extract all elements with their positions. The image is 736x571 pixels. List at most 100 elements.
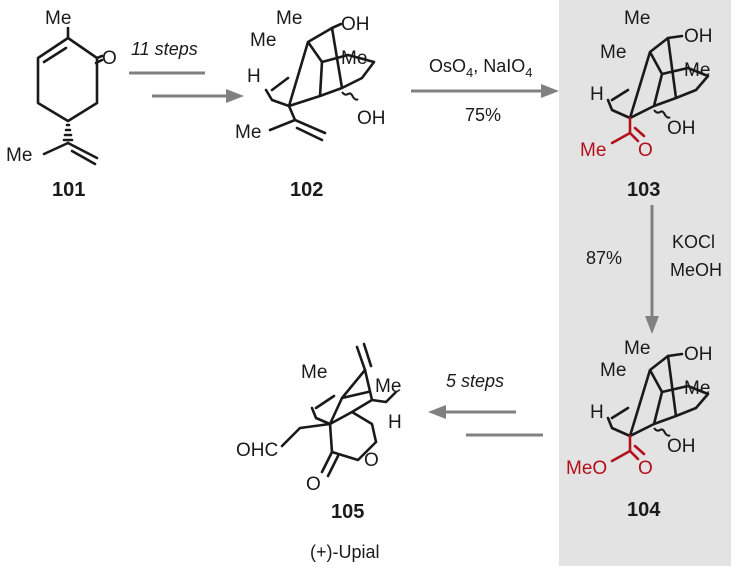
step-3-arrowhead (645, 316, 659, 334)
c105-cage-back (314, 394, 336, 410)
c105-lactone-co-double (326, 454, 340, 478)
step-1: 11 steps (129, 39, 244, 103)
step-2-periodate: , NaIO (473, 56, 525, 76)
c103-acetyl-me-bond (610, 131, 632, 145)
c102-cage (264, 26, 376, 108)
c105-hydrogen: H (388, 412, 402, 433)
step-3-yield: 87% (586, 248, 622, 268)
c102-iso-bond (287, 104, 297, 122)
c105-lactone-co (320, 450, 334, 474)
c102-hydrogen: H (247, 66, 261, 87)
c103-hydroxyl-top: OH (684, 26, 713, 47)
c101-carbonyl-oxygen: O (102, 48, 117, 69)
c105-name: (+)-Upial (310, 542, 380, 562)
c102-oh-top-bond (330, 22, 343, 30)
c103-label: 103 (627, 179, 660, 201)
compound-101: Me O Me 101 (6, 8, 117, 201)
c104-cage-back (610, 406, 630, 420)
c103-cage-back (610, 88, 630, 102)
c104-hydroxyl-top: OH (684, 344, 713, 365)
c104-ester-co (628, 449, 640, 461)
c105-methylene-double (362, 342, 373, 368)
c104-label: 104 (627, 499, 661, 521)
c103-hydroxyl-bottom: OH (667, 118, 696, 139)
c103-wavy-oh (653, 109, 671, 119)
c105-ring-oxygen: O (364, 450, 379, 471)
compound-103: Me OH Me Me H OH Me O 103 (580, 8, 713, 201)
c103-acetyl-oxygen: O (638, 140, 653, 161)
c101-label: 101 (52, 179, 85, 201)
c104-methyl-a: Me (624, 338, 650, 359)
c103-methyl-a: Me (624, 8, 650, 29)
c102-hydroxyl-bottom: OH (357, 108, 386, 129)
c101-co-bond-b (94, 58, 104, 65)
compound-102: Me OH Me Me H OH Me 102 (235, 8, 386, 201)
c103-acetyl-co-double (633, 126, 646, 138)
c101-co-bond-a (95, 54, 104, 60)
c102-methyl-b: Me (250, 30, 276, 51)
c104-hydrogen: H (590, 402, 604, 423)
c105-lactone-oxygen: O (306, 474, 321, 495)
step-2-yield: 75% (465, 105, 501, 125)
c103-methyl-b: Me (600, 42, 626, 63)
c105-label: 105 (331, 501, 364, 523)
c103-cage (606, 36, 710, 120)
c104-cage (606, 354, 710, 438)
c105-lactone-ring (328, 422, 378, 462)
c102-iso-ch2 (293, 118, 327, 135)
c105-methylene (355, 345, 367, 372)
c105-methyl-b: Me (375, 376, 401, 397)
step-4-text: 5 steps (446, 371, 504, 391)
compound-105: Me Me H OHC O O 105 (+)-Upial (236, 342, 402, 562)
c102-iso-ch2-double (295, 126, 324, 142)
c104-ester-co-double (633, 444, 646, 456)
c101-hashed-bond (62, 123, 74, 142)
c102-label: 102 (290, 179, 323, 201)
c101-methyl-bottom: Me (6, 145, 32, 166)
step-1-text: 11 steps (131, 39, 198, 59)
c102-hydroxyl-top: OH (341, 14, 370, 35)
c104-hydroxyl-bottom: OH (667, 436, 696, 457)
c103-oh-top-bond (666, 34, 684, 40)
step-2-periodate-sub: 4 (525, 65, 532, 80)
step-2: OsO4, NaIO4 75% (411, 56, 559, 125)
c104-ester-oxygen: O (638, 458, 653, 479)
step-3-solvent: MeOH (670, 260, 722, 280)
c104-oh-top-bond (666, 352, 684, 358)
c102-methyl-c: Me (341, 48, 367, 69)
c102-iso-me (268, 118, 297, 132)
c102-wavy-oh (341, 91, 359, 101)
c104-methyl-b: Me (600, 360, 626, 381)
c102-cage-back (270, 76, 290, 92)
c105-aldehyde: OHC (236, 440, 278, 461)
c103-acetyl-co (628, 131, 640, 143)
compound-104: Me OH Me Me H OH MeO O 104 (566, 338, 713, 521)
step-1-arrowhead (226, 89, 244, 103)
c102-isopropenyl-methyl: Me (235, 122, 261, 143)
c104-wavy-oh (653, 427, 671, 437)
c101-methyl-top: Me (45, 8, 71, 29)
c103-acetyl-methyl: Me (580, 140, 606, 161)
highlight-panel (559, 0, 731, 566)
step-2-osmium: OsO (429, 56, 466, 76)
step-3: 87% KOCl MeOH (586, 205, 722, 334)
step-2-osmium-sub: 4 (466, 65, 473, 80)
c101-ring (36, 34, 99, 123)
c101-iso-ch2 (66, 141, 99, 160)
c102-methyl-a: Me (276, 8, 302, 29)
step-3-reagent: KOCl (672, 232, 715, 252)
c101-ring-double-bond (42, 46, 68, 64)
c101-iso-ch2-double (70, 149, 97, 166)
c104-ester-ome-bond (610, 449, 632, 463)
c104-methoxy: MeO (566, 458, 607, 479)
c105-methyl-a: Me (301, 362, 327, 383)
c105-cage (310, 368, 398, 444)
step-2-arrowhead (541, 84, 559, 98)
step-4-arrowhead (428, 405, 446, 419)
c101-iso-me (42, 141, 70, 156)
step-4: 5 steps (428, 371, 543, 437)
step-2-reagents: OsO4, NaIO4 (429, 56, 533, 80)
c103-hydrogen: H (590, 84, 604, 105)
